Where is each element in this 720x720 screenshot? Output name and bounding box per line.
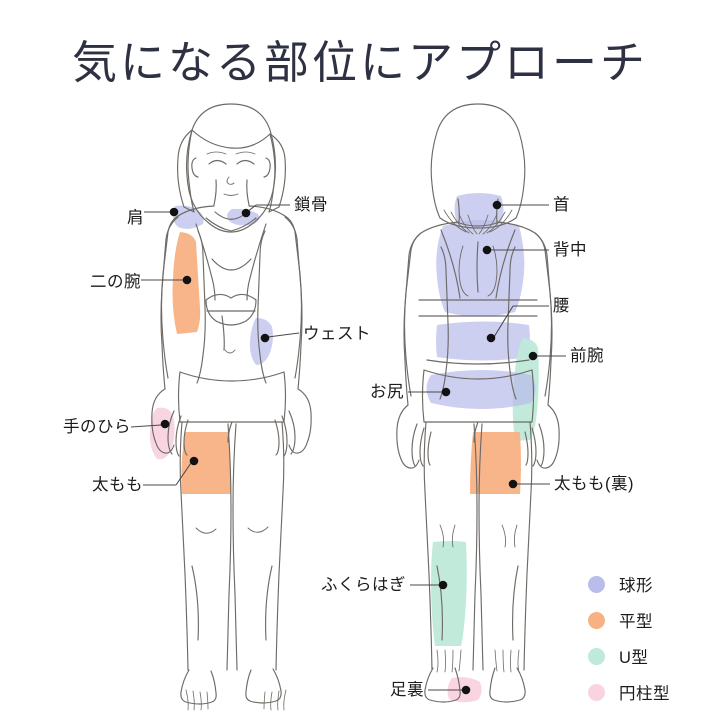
label-palm: 手のひら	[63, 418, 131, 436]
dot-forearm	[528, 351, 538, 361]
leader-palm	[130, 424, 162, 428]
leader-thigh-d	[175, 462, 192, 486]
legend-label-sphere: 球形	[619, 577, 653, 595]
label-neck: 首	[553, 196, 570, 214]
callout-dots	[160, 200, 538, 695]
legend-item-sphere: 球形	[588, 566, 708, 602]
dot-hamstring	[508, 479, 518, 489]
legend-dot-sphere-icon	[588, 575, 605, 593]
page-title: 気になる部位にアプローチ	[71, 38, 648, 88]
label-sole: 足裏	[390, 681, 424, 699]
legend-dot-cylinder-icon	[588, 683, 605, 701]
dot-lower-back	[486, 333, 496, 343]
label-upper-arm: 二の腕	[90, 273, 141, 291]
label-lower-back: 腰	[553, 297, 570, 315]
dot-collarbone	[241, 208, 251, 218]
dot-thigh	[189, 456, 199, 466]
dot-buttocks	[441, 387, 451, 397]
label-calf: ふくらはぎ	[321, 576, 406, 594]
leader-lower-back-d	[493, 305, 514, 338]
label-shoulder: 肩	[127, 209, 144, 227]
dot-calf	[438, 580, 448, 590]
dot-palm	[160, 419, 170, 429]
legend-dot-u-type-icon	[588, 647, 605, 665]
label-collarbone: 鎖骨	[294, 196, 328, 214]
label-back: 背中	[553, 241, 587, 259]
dot-neck	[492, 200, 502, 210]
label-thigh: 太もも	[92, 476, 143, 494]
legend-item-cylinder: 円柱型	[588, 674, 708, 710]
legend-label-cylinder: 円柱型	[619, 685, 670, 703]
legend-item-flat: 平型	[588, 602, 708, 638]
label-buttocks: お尻	[370, 383, 404, 401]
dot-waist	[260, 333, 270, 343]
shape-type-legend: 球形 平型 U型 円柱型	[588, 566, 708, 710]
label-hamstring: 太もも(裏)	[554, 475, 634, 493]
legend-dot-flat-icon	[588, 611, 605, 629]
label-waist: ウェスト	[303, 325, 371, 343]
legend-item-u-type: U型	[588, 638, 708, 674]
dot-upper-arm	[182, 275, 192, 285]
dot-shoulder	[169, 207, 179, 217]
label-forearm: 前腕	[570, 347, 604, 365]
leader-waist	[267, 332, 300, 338]
dot-back	[482, 245, 492, 255]
legend-label-flat: 平型	[619, 613, 653, 631]
dot-sole	[461, 685, 471, 695]
legend-label-u-type: U型	[619, 649, 649, 667]
